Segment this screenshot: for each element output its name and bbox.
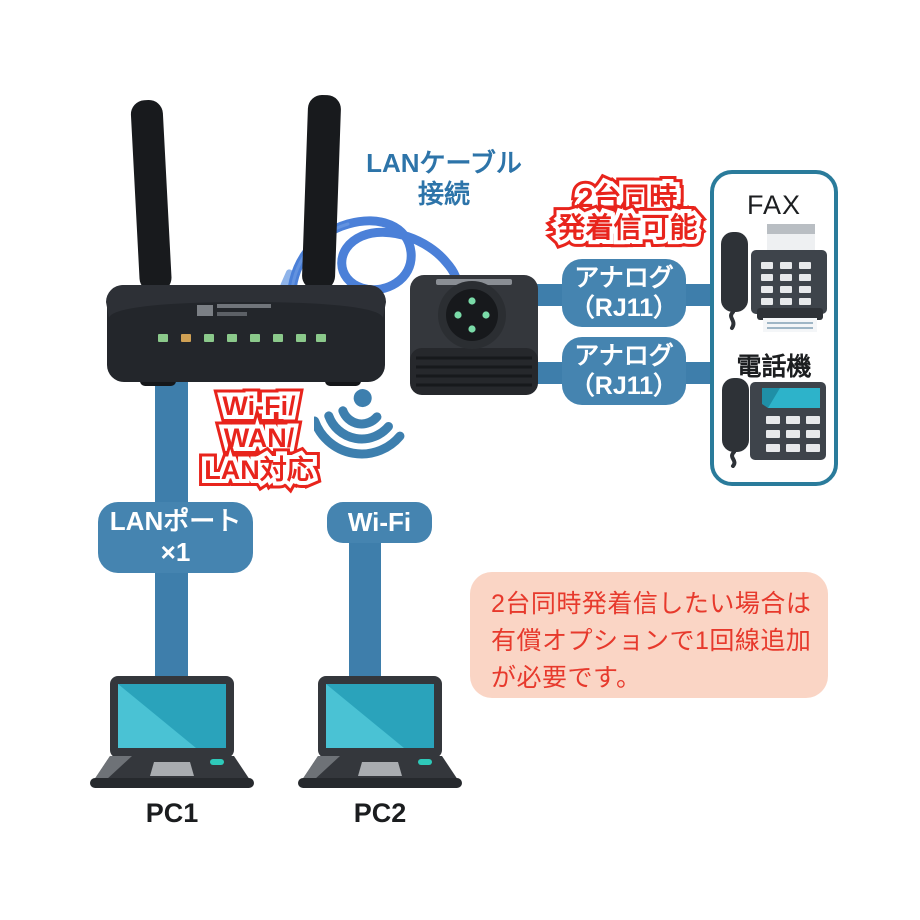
badge-simultaneous-line2: 発着信可能 発着信可能 発着信可能 [550,206,704,250]
badge-text-outline: 発着信可能 [550,206,704,250]
laptop-pc2-icon [298,676,462,788]
analog-label-line2: （RJ11） [569,294,679,322]
badge-wifi-line1: Wi-Fi/ Wi-Fi/ Wi-Fi/ [215,384,302,428]
note-line1: 2台同時発着信したい場合は [491,590,812,618]
badge-wifi-line2: WAN/ WAN/ WAN/ [217,416,301,460]
badge-text: WAN/ [223,423,295,453]
badge-wifi-line3: LAN対応 LAN対応 LAN対応 [197,448,320,492]
wifi-label-text: Wi-Fi [347,507,412,537]
lan-port-label-line1: LANポート [109,506,242,536]
analog-label-line1: アナログ [574,342,674,370]
analog-rj11-label-2: アナログ （RJ11） [562,337,686,405]
fax-machine-icon [721,224,827,332]
badge-text-outline: 2台同時 [571,176,685,220]
lan-cable-heading-line2: 接続 [417,179,470,209]
laptop-pc1-icon [90,676,254,788]
device-panel: FAX 電話機 [710,170,838,486]
badge-text-outline: LAN対応 [200,451,317,489]
pc2-label: PC2 [353,798,407,828]
lan-port-label: LANポート ×1 [98,502,253,573]
badge-text-outline: WAN/ [220,419,298,457]
badge-text: 2台同時 [577,182,678,213]
badge-simultaneous: 2台同時 2台同時 2台同時 発着信可能 発着信可能 発着信可能 [540,176,715,250]
badge-text-outline: WAN/ [217,416,301,460]
badge-text-outline: 発着信可能 [553,209,701,247]
phone-label: 電話機 [736,353,812,381]
ata-adapter-icon [410,275,538,395]
router-icon [106,94,386,386]
fax-label: FAX [746,190,802,220]
wifi-signal-icon [314,389,405,459]
badge-text: Wi-Fi/ [222,391,296,421]
badge-simultaneous-line1: 2台同時 2台同時 2台同時 [571,176,685,220]
option-note: 2台同時発着信したい場合は 有償オプションで1回線追加 が必要です。 [470,572,828,698]
badge-text: LAN対応 [204,455,314,485]
telephone-icon [722,378,826,468]
badge-text-outline: 2台同時 [574,179,682,217]
wifi-connection-label: Wi-Fi [327,502,432,543]
lan-cable-heading: LANケーブル 接続 [354,148,534,210]
badge-wifi-wan-lan: Wi-Fi/ Wi-Fi/ Wi-Fi/ WAN/ WAN/ WAN/ LAN対… [178,384,340,492]
badge-text: 発着信可能 [557,212,698,243]
analog-rj11-label-1: アナログ （RJ11） [562,259,686,327]
badge-text-outline: Wi-Fi/ [215,384,302,428]
connector-bar-wifi-pc2 [349,528,381,690]
note-line2: 有償オプションで1回線追加 [491,627,812,655]
analog-label-line1: アナログ [574,264,674,292]
lan-cable-heading-line1: LANケーブル [366,148,522,178]
pc1-label: PC1 [145,798,199,828]
analog-label-line2: （RJ11） [569,372,679,400]
badge-text-outline: Wi-Fi/ [218,387,299,425]
lan-port-label-line2: ×1 [160,537,191,567]
note-line3: が必要です。 [491,664,642,692]
badge-text-outline: LAN対応 [197,448,320,492]
